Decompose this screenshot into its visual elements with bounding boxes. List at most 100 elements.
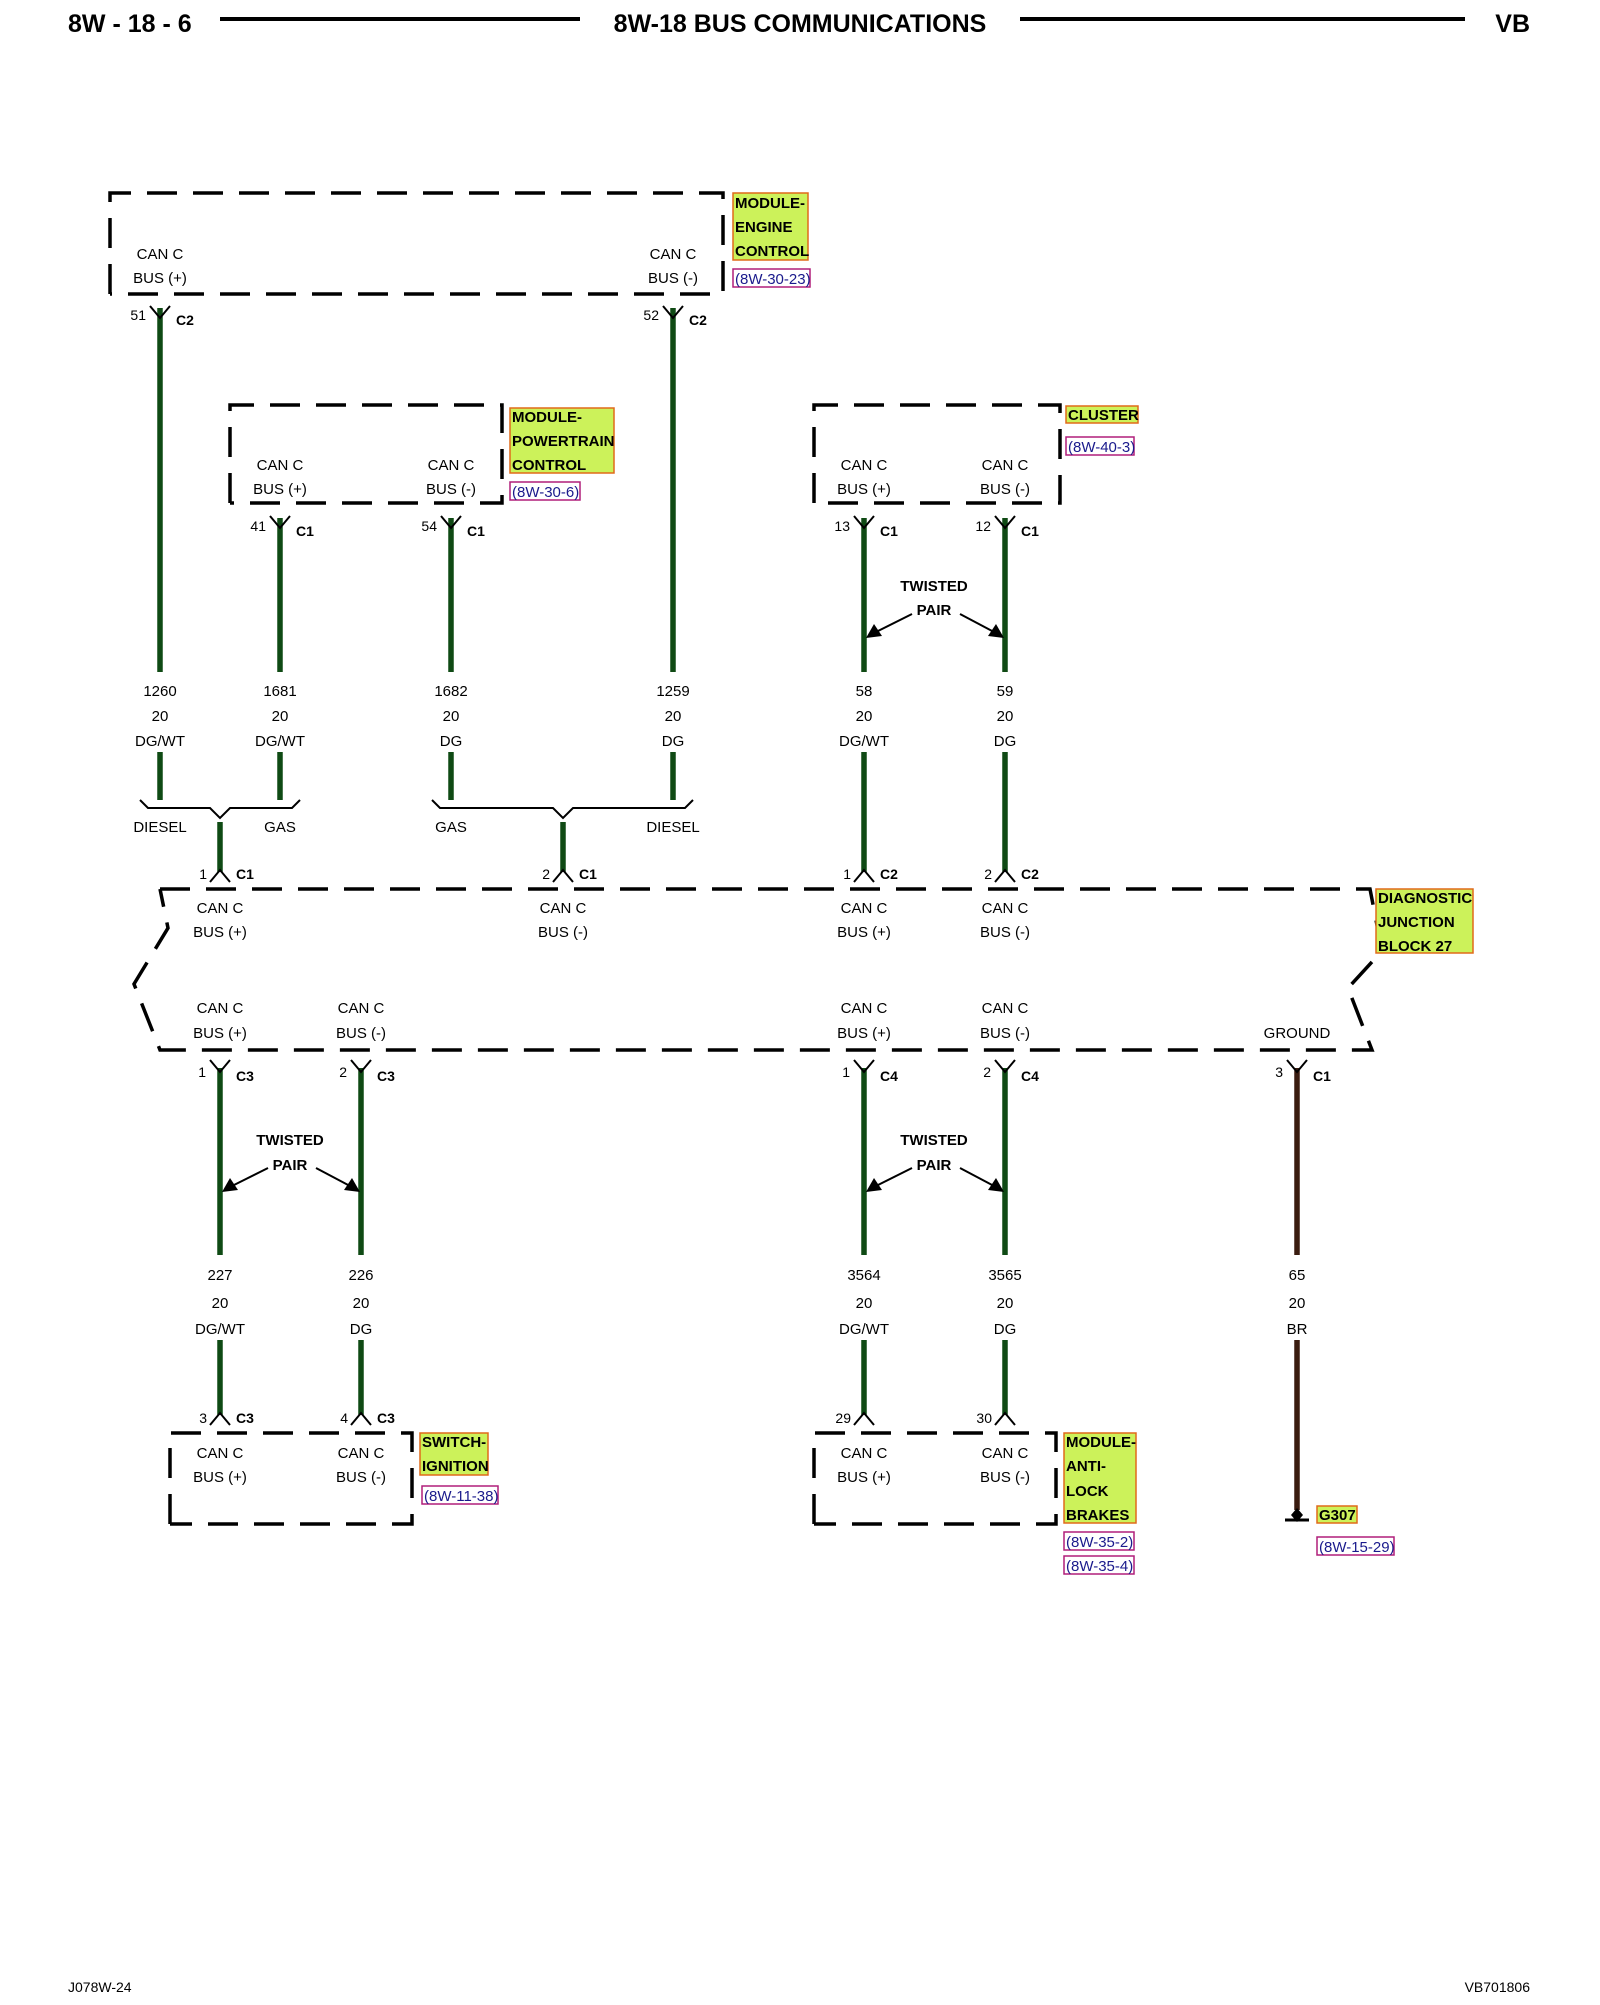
- ecm-plus-connector: C2: [176, 312, 194, 328]
- djb-bottom4-l1: CAN C: [982, 1000, 1029, 1017]
- twisted-pair-cluster-l1: TWISTED: [900, 578, 968, 595]
- fork-abs-plus: [853, 1411, 875, 1426]
- wire-3565-gauge: 20: [997, 1295, 1014, 1312]
- switch-terminal-minus-l1: CAN C: [338, 1445, 385, 1462]
- wire-1681-color: DG/WT: [255, 733, 305, 750]
- switch-terminal-plus-l1: CAN C: [197, 1445, 244, 1462]
- wire-227-number: 227: [207, 1267, 232, 1284]
- connector-forks: [149, 305, 1308, 1426]
- pcm-name-line2: POWERTRAIN: [512, 433, 615, 450]
- djb-top3-l1: CAN C: [841, 900, 888, 917]
- abs-minus-pin: 30: [976, 1410, 992, 1426]
- switch-terminal-plus-l2: BUS (+): [193, 1469, 247, 1486]
- page-title: 8W-18 BUS COMMUNICATIONS: [614, 10, 987, 38]
- ecm-name-line1: MODULE-: [735, 195, 805, 212]
- wire-59-gauge: 20: [997, 708, 1014, 725]
- cluster-minus-connector: C1: [1021, 523, 1039, 539]
- pcm-ref-link[interactable]: (8W-30-6): [512, 484, 579, 501]
- ecm-plus-pin: 51: [130, 307, 146, 323]
- djb-bottom5-connector: C1: [1313, 1068, 1331, 1084]
- wire-3564-gauge: 20: [856, 1295, 873, 1312]
- switch-minus-pin: 4: [340, 1410, 348, 1426]
- splice-label-diesel-left: DIESEL: [133, 819, 186, 836]
- djb-top2-pin: 2: [542, 866, 550, 882]
- abs-terminal-minus-l1: CAN C: [982, 1445, 1029, 1462]
- page-number: 8W - 18 - 6: [68, 10, 192, 38]
- fork-cluster-plus: [853, 515, 875, 530]
- twisted-pair-annotations: TWISTED PAIR TWISTED PAIR TWISTED PAIR: [222, 578, 1004, 1192]
- splice-label-gas-right: GAS: [435, 819, 467, 836]
- wire-1260-gauge: 20: [152, 708, 169, 725]
- djb-bottom2-l2: BUS (-): [336, 1025, 386, 1042]
- abs-name-line3: LOCK: [1066, 1483, 1109, 1500]
- wire-1682-number: 1682: [434, 683, 467, 700]
- djb-top4-pin: 2: [984, 866, 992, 882]
- wire-1681-gauge: 20: [272, 708, 289, 725]
- fork-djb-bottom2: [350, 1059, 372, 1074]
- switch-terminal-minus-l2: BUS (-): [336, 1469, 386, 1486]
- cluster-minus-pin: 12: [975, 518, 991, 534]
- pcm-terminal-minus-l1: CAN C: [428, 457, 475, 474]
- ground-ref-link[interactable]: (8W-15-29): [1319, 1539, 1395, 1556]
- djb-top2-l2: BUS (-): [538, 924, 588, 941]
- abs-terminal-minus-l2: BUS (-): [980, 1469, 1030, 1486]
- fork-abs-minus: [994, 1411, 1016, 1426]
- ecm-minus-connector: C2: [689, 312, 707, 328]
- djb-bottom2-l1: CAN C: [338, 1000, 385, 1017]
- djb-top1-l2: BUS (+): [193, 924, 247, 941]
- fork-pcm-plus: [269, 515, 291, 530]
- djb-top4-connector: C2: [1021, 866, 1039, 882]
- djb-bottom3-pin: 1: [842, 1064, 850, 1080]
- abs-name-line4: BRAKES: [1066, 1507, 1129, 1524]
- ecm-terminal-minus-l1: CAN C: [650, 246, 697, 263]
- cluster-name: CLUSTER: [1068, 407, 1139, 424]
- wire-1260-color: DG/WT: [135, 733, 185, 750]
- ecm-terminal-plus-l1: CAN C: [137, 246, 184, 263]
- twisted-pair-switch-l1: TWISTED: [256, 1132, 324, 1149]
- djb-top2-l1: CAN C: [540, 900, 587, 917]
- wire-65-color: BR: [1287, 1321, 1308, 1338]
- switch-ref-link[interactable]: (8W-11-38): [424, 1488, 498, 1505]
- wire-labels: 1260 20 DG/WT 1681 20 DG/WT 1682 20 DG 1…: [135, 683, 1308, 1338]
- splice-brace-minus: [431, 799, 694, 820]
- pcm-terminal-plus-l1: CAN C: [257, 457, 304, 474]
- ecm-ref-link[interactable]: (8W-30-23): [735, 271, 811, 288]
- cluster-terminal-minus-l2: BUS (-): [980, 481, 1030, 498]
- ecm-name-line3: CONTROL: [735, 243, 809, 260]
- djb-name-line1: DIAGNOSTIC: [1378, 890, 1472, 907]
- pcm-name-line1: MODULE-: [512, 409, 582, 426]
- wire-1681-number: 1681: [263, 683, 296, 700]
- switch-minus-connector: C3: [377, 1410, 395, 1426]
- wire-1682-color: DG: [440, 733, 463, 750]
- wire-3564-color: DG/WT: [839, 1321, 889, 1338]
- djb-top1-l1: CAN C: [197, 900, 244, 917]
- djb-bottom5-pin: 3: [1275, 1064, 1283, 1080]
- pcm-terminal-plus-l2: BUS (+): [253, 481, 307, 498]
- pcm-minus-pin: 54: [421, 518, 437, 534]
- wires: [157, 308, 1300, 1510]
- abs-ref-link-1[interactable]: (8W-35-2): [1066, 1534, 1133, 1551]
- switch-plus-connector: C3: [236, 1410, 254, 1426]
- fork-ecm-minus: [662, 305, 684, 320]
- footer-figure-id: VB701806: [1465, 1979, 1531, 1995]
- fork-switch-plus: [209, 1411, 231, 1426]
- splice-braces: DIESEL GAS GAS DIESEL: [133, 799, 700, 836]
- arrowhead-cluster-right: [988, 624, 1004, 638]
- cluster-terminal-plus-l1: CAN C: [841, 457, 888, 474]
- cluster-ref-link[interactable]: (8W-40-3): [1068, 439, 1135, 456]
- vehicle-code: VB: [1495, 10, 1530, 38]
- abs-ref-link-2[interactable]: (8W-35-4): [1066, 1558, 1133, 1575]
- fork-djb-top2: [552, 868, 574, 883]
- fork-ecm-plus: [149, 305, 171, 320]
- arrowhead-switch-left: [222, 1178, 238, 1192]
- wire-226-color: DG: [350, 1321, 373, 1338]
- djb-bottom3-connector: C4: [880, 1068, 898, 1084]
- connector-labels: 51 C2 52 C2 41 C1 54 C1 13 C1 12 C1 1 C1…: [130, 307, 1331, 1426]
- twisted-pair-switch-l2: PAIR: [273, 1157, 308, 1174]
- page-header: 8W - 18 - 6 8W-18 BUS COMMUNICATIONS VB: [68, 10, 1530, 38]
- ground-point-g307: G307 (8W-15-29): [1285, 1505, 1395, 1556]
- djb-bottom1-l2: BUS (+): [193, 1025, 247, 1042]
- djb-top2-connector: C1: [579, 866, 597, 882]
- twisted-pair-abs-l1: TWISTED: [900, 1132, 968, 1149]
